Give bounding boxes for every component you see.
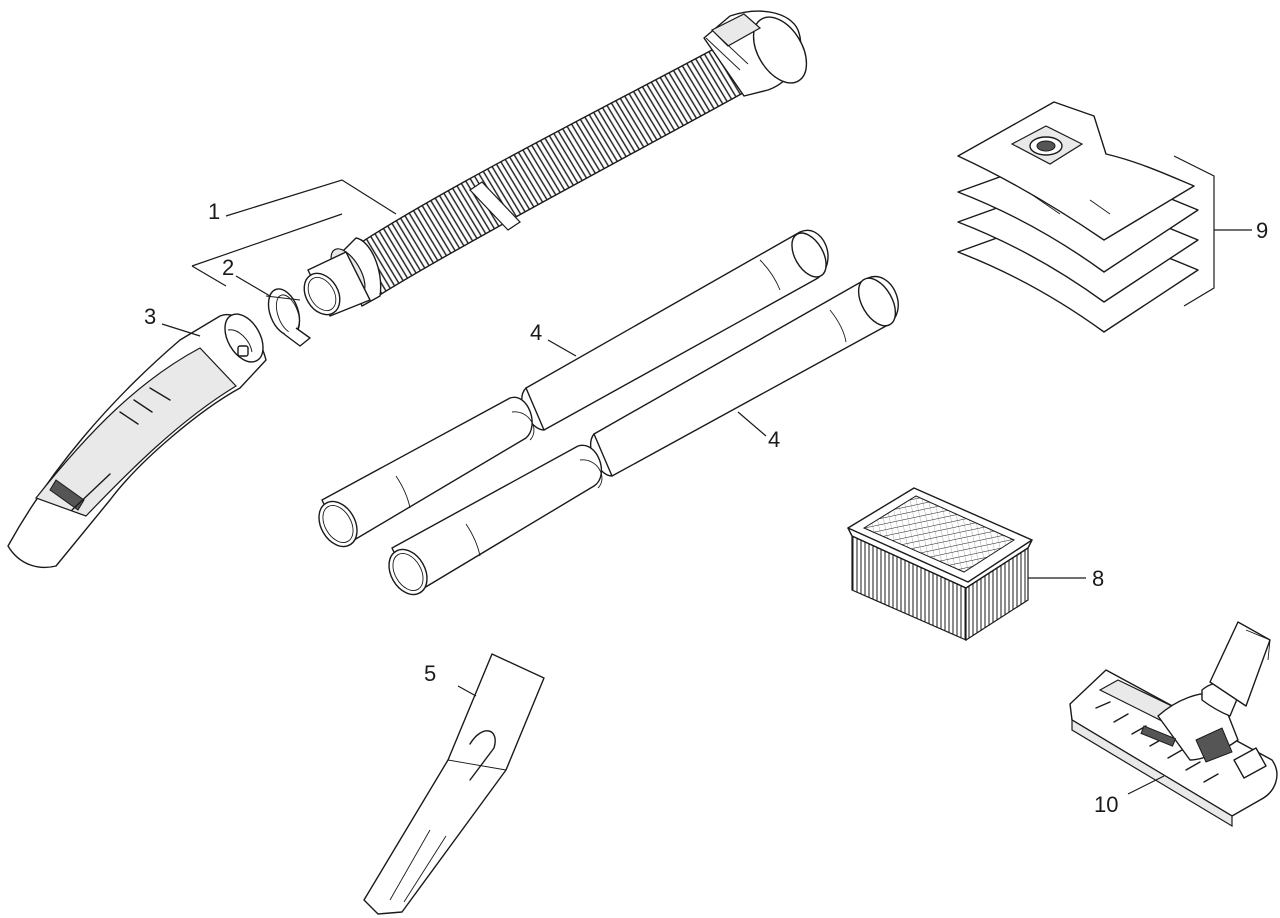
filter-bags-stack <box>957 101 1199 333</box>
callout-4-lower: 4 <box>768 427 780 452</box>
callout-8: 8 <box>1092 566 1104 591</box>
callout-5: 5 <box>424 661 436 686</box>
suction-tube-upper <box>521 229 829 431</box>
callout-10: 10 <box>1094 792 1118 817</box>
suction-tube-right <box>589 275 899 477</box>
floor-nozzle <box>1069 621 1278 828</box>
leader-lines <box>161 155 1252 795</box>
suction-hose <box>303 10 808 317</box>
suction-tube-bottom <box>388 444 603 596</box>
suction-tube-left <box>318 396 535 548</box>
hose-clip-ring <box>265 288 311 347</box>
callout-4-upper: 4 <box>530 320 542 345</box>
flat-pleated-filter <box>847 487 1033 642</box>
crevice-nozzle <box>363 653 545 915</box>
callout-2: 2 <box>222 255 234 280</box>
handle-bend-tube <box>7 313 267 569</box>
callout-9: 9 <box>1256 218 1268 243</box>
callout-1: 1 <box>208 199 220 224</box>
callout-3: 3 <box>144 304 156 329</box>
